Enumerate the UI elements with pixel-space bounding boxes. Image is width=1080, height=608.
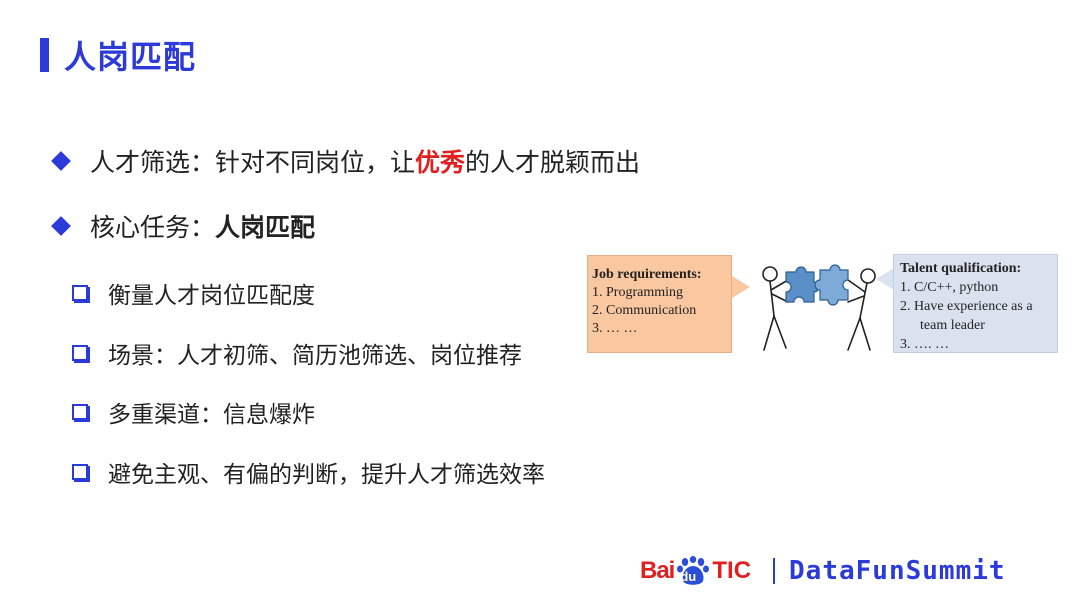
page-title: 人岗匹配 <box>64 38 197 76</box>
baidu-logo-text: Bai <box>640 557 675 584</box>
checkbox-bullet-icon <box>72 345 88 361</box>
checkbox-bullet-icon <box>72 285 88 301</box>
diamond-bullet-icon <box>51 216 71 236</box>
sub-bullet: 避免主观、有偏的判断，提升人才筛选效率 <box>72 455 545 489</box>
sub-bullet-text: 避免主观、有偏的判断，提升人才筛选效率 <box>108 462 545 488</box>
datafunsummit-logo-text: DataFunSummit <box>789 556 1006 586</box>
bullet-text-prefix: 人才筛选：针对不同岗位，让 <box>90 148 416 177</box>
talent-qualification-item: 3. …. … <box>900 337 949 352</box>
baidu-du-text: du <box>680 569 697 584</box>
job-requirements-callout: Job requirements: 1. Programming 2. Comm… <box>587 255 732 353</box>
callout-pointer <box>732 276 750 298</box>
footer-logos: Bai du TIC DataFunSummit <box>640 556 1006 586</box>
sub-bullet: 多重渠道：信息爆炸 <box>72 395 315 429</box>
bullet-highlight: 人岗匹配 <box>215 213 316 242</box>
talent-qualification-callout: Talent qualification: 1. C/C++, python 2… <box>893 254 1058 353</box>
baidu-paw-icon: du <box>676 556 710 586</box>
talent-qualification-item: 1. C/C++, python <box>900 280 999 295</box>
bullet-talent-screening: 人才筛选：针对不同岗位，让优秀的人才脱颖而出 <box>51 143 641 179</box>
tic-logo-text: TIC <box>712 557 752 584</box>
puzzle-piece-icon <box>785 266 820 303</box>
job-requirement-item: 2. Communication <box>592 303 697 318</box>
talent-qualification-title: Talent qualification: <box>900 261 1022 276</box>
bullet-text-prefix: 核心任务： <box>90 213 216 242</box>
logo-divider <box>773 558 776 584</box>
checkbox-bullet-icon <box>72 464 88 480</box>
job-requirement-item: 3. … … <box>592 321 638 336</box>
sub-bullet-text: 多重渠道：信息爆炸 <box>108 402 315 428</box>
job-requirements-title: Job requirements: <box>592 267 702 282</box>
bullet-text-suffix: 的人才脱颖而出 <box>465 148 641 177</box>
diamond-bullet-icon <box>51 151 71 171</box>
puzzle-people-illustration <box>762 264 876 351</box>
bullet-core-task: 核心任务：人岗匹配 <box>51 208 316 244</box>
callout-pointer <box>876 268 894 290</box>
sub-bullet: 场景：人才初筛、简历池筛选、岗位推荐 <box>72 336 522 370</box>
puzzle-piece-icon <box>814 264 849 306</box>
sub-bullet-text: 衡量人才岗位匹配度 <box>108 283 315 309</box>
bullet-highlight: 优秀 <box>415 148 466 177</box>
checkbox-bullet-icon <box>72 404 88 420</box>
talent-qualification-item: 2. Have experience as a <box>900 299 1033 314</box>
sub-bullet-text: 场景：人才初筛、简历池筛选、岗位推荐 <box>108 343 522 369</box>
sub-bullet: 衡量人才岗位匹配度 <box>72 276 315 310</box>
title-accent-bar <box>40 38 49 72</box>
talent-qualification-item: team leader <box>920 318 985 333</box>
job-requirement-item: 1. Programming <box>592 285 683 300</box>
